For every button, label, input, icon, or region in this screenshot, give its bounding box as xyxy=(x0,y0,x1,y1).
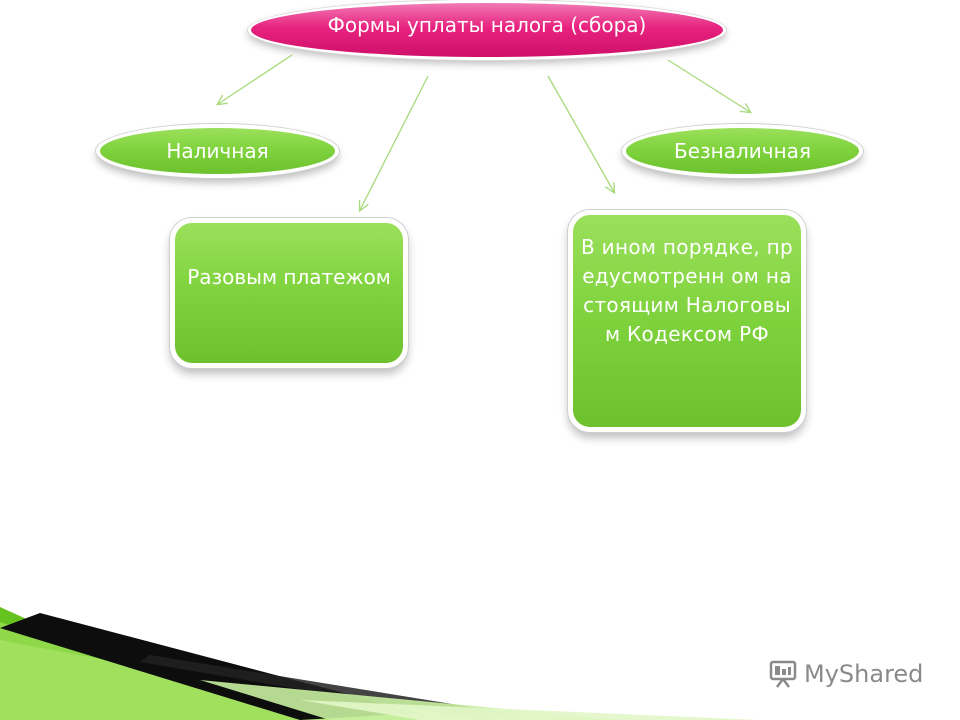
node-other-order: В ином порядке, предусмотренн ом настоящ… xyxy=(568,210,806,432)
arrow-to-single-payment xyxy=(360,75,429,210)
presentation-icon xyxy=(769,660,797,688)
arrow-to-other-order xyxy=(547,75,614,192)
diagram-title-node: Формы уплаты налога (сбора) xyxy=(248,0,726,60)
watermark-logo: MyShared xyxy=(768,656,923,692)
decorative-ribbon xyxy=(0,607,760,720)
arrow-to-noncash xyxy=(667,59,750,112)
node-cash-label: Наличная xyxy=(166,139,269,163)
node-noncash-label: Безналичная xyxy=(674,139,811,163)
node-single-payment: Разовым платежом xyxy=(170,218,408,368)
watermark-text: MyShared xyxy=(804,660,924,688)
node-noncash: Безналичная xyxy=(622,124,863,178)
node-other-order-label: В ином порядке, предусмотренн ом настоящ… xyxy=(581,235,793,346)
arrow-to-cash xyxy=(218,54,293,104)
node-cash: Наличная xyxy=(96,124,339,178)
diagram-title: Формы уплаты налога (сбора) xyxy=(327,12,647,37)
node-single-payment-label: Разовым платежом xyxy=(187,265,391,289)
